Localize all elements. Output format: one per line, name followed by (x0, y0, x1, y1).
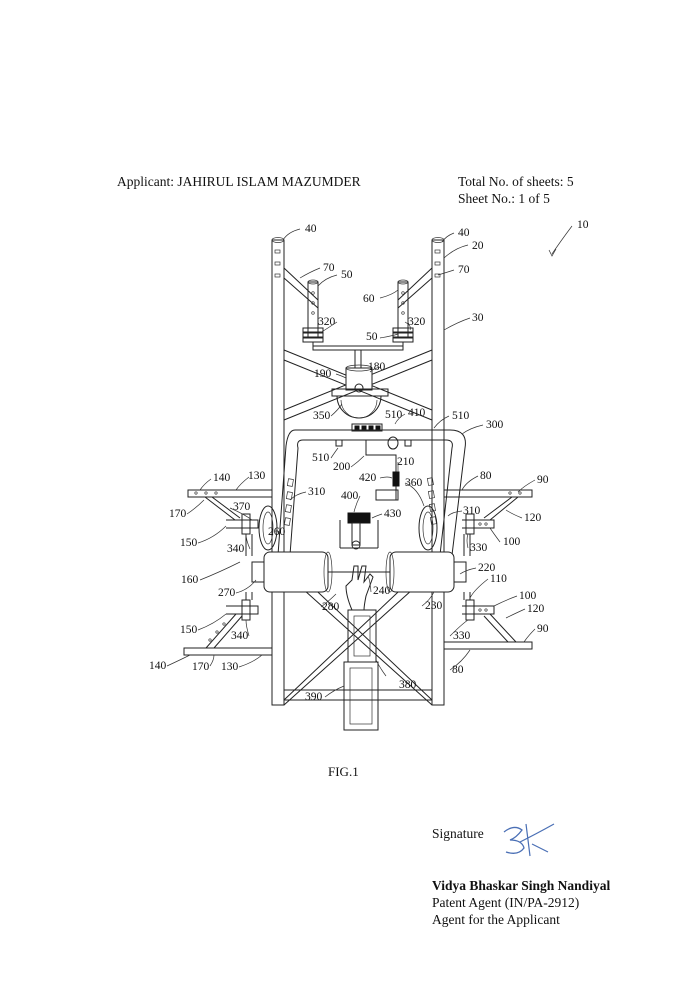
ref-label: 80 (452, 664, 464, 676)
ref-label: 330 (470, 542, 488, 554)
ref-label: 320 (318, 316, 336, 328)
ref-label: 320 (408, 316, 426, 328)
ref-label: 370 (233, 501, 251, 513)
ref-label: 170 (169, 508, 187, 520)
ref-label: 170 (192, 661, 210, 673)
ref-label: 60 (363, 293, 375, 305)
ref-label: 380 (399, 679, 417, 691)
ref-label: 510 (452, 410, 470, 422)
ref-label: 270 (218, 587, 236, 599)
ref-label: 350 (313, 410, 331, 422)
ref-label: 40 (458, 227, 470, 239)
signature-label: Signature (432, 826, 484, 842)
ref-label: 210 (397, 456, 415, 468)
ref-label: 510 (385, 409, 403, 421)
ref-label: 80 (480, 470, 492, 482)
ref-label: 230 (425, 600, 443, 612)
seat-frame (278, 424, 465, 555)
ref-label: 200 (333, 461, 351, 473)
ref-label: 10 (577, 219, 589, 231)
agent-registration: Patent Agent (IN/PA-2912) (432, 895, 579, 911)
figure-caption: FIG.1 (328, 764, 359, 780)
ref-label: 340 (231, 630, 249, 642)
ref-label: 40 (305, 223, 317, 235)
ref-label: 340 (227, 543, 245, 555)
ref-label: 90 (537, 623, 549, 635)
ref-label: 120 (524, 512, 542, 524)
agent-role: Agent for the Applicant (432, 912, 560, 928)
rollers (252, 552, 466, 592)
ref-label: 430 (384, 508, 402, 520)
hand-rest (346, 566, 373, 610)
handwritten-signature (496, 816, 566, 866)
ref-label: 150 (180, 624, 198, 636)
ref-label: 130 (221, 661, 239, 673)
ref-label: 140 (213, 472, 231, 484)
ref-label: 70 (323, 262, 335, 274)
ref-label: 70 (458, 264, 470, 276)
ref-label: 100 (519, 590, 537, 602)
ref-label: 220 (478, 562, 496, 574)
ref-label: 260 (268, 526, 286, 538)
ref-label: 140 (149, 660, 167, 672)
ref-label: 510 (312, 452, 330, 464)
main-frame (272, 238, 444, 706)
ref-label: 360 (405, 477, 423, 489)
ref-label: 400 (341, 490, 359, 502)
ref-label: 330 (453, 630, 471, 642)
ref-label: 160 (181, 574, 199, 586)
ref-label: 50 (366, 331, 378, 343)
agent-name: Vidya Bhaskar Singh Nandiyal (432, 878, 610, 894)
ref-label: 300 (486, 419, 504, 431)
central-actuator (340, 513, 378, 549)
ref-label: 110 (490, 573, 507, 585)
ref-label: 390 (305, 691, 323, 703)
ref-label: 20 (472, 240, 484, 252)
ref-label: 410 (408, 407, 426, 419)
ref-label: 190 (314, 368, 332, 380)
ref-label: 240 (373, 585, 391, 597)
ref-label: 100 (503, 536, 521, 548)
leg-support (344, 610, 378, 730)
ref-label: 150 (180, 537, 198, 549)
ref-label: 30 (472, 312, 484, 324)
ref-label: 420 (359, 472, 377, 484)
ref-label: 120 (527, 603, 545, 615)
ref-label: 50 (341, 269, 353, 281)
ref-label: 90 (537, 474, 549, 486)
ref-label: 310 (463, 505, 481, 517)
ref-label: 130 (248, 470, 266, 482)
ref-label: 310 (308, 486, 326, 498)
reference-labels: 10 20 30 40 40 50 50 60 70 70 80 80 90 9… (149, 219, 589, 703)
ref-label: 280 (322, 601, 340, 613)
